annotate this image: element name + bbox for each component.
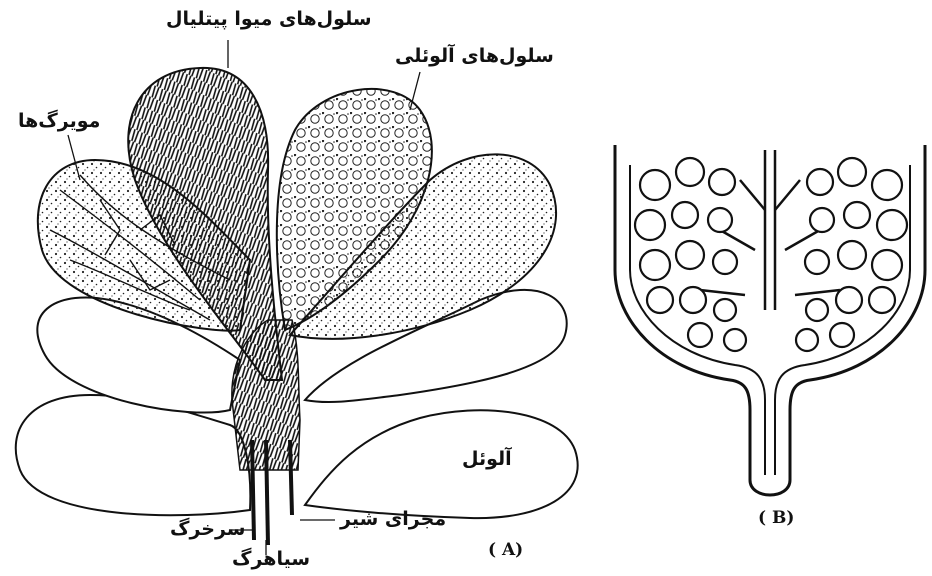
label-capillaries: مویرگ‌ها (18, 110, 100, 132)
caption-a: ( A) (488, 540, 523, 560)
label-alveolar-cells: سلول‌های آلوئلی (395, 45, 554, 67)
milk-duct-vessel (290, 440, 292, 515)
label-vein: سیاهرگ (232, 548, 310, 570)
label-artery: سرخرگ (170, 518, 245, 540)
artery-vessel (252, 440, 254, 540)
vein-vessel (266, 440, 268, 545)
label-alveolus: آلوئل (462, 448, 512, 470)
caption-b: ( B) (758, 508, 794, 528)
label-milk-duct: مجرای شیر (340, 508, 446, 530)
alveolus-lower-right (305, 410, 578, 518)
figure-b (615, 145, 925, 495)
label-myoepithelial-cells: سلول‌های میوا پیتلیال (166, 8, 372, 30)
alveoli-cluster (635, 158, 907, 351)
